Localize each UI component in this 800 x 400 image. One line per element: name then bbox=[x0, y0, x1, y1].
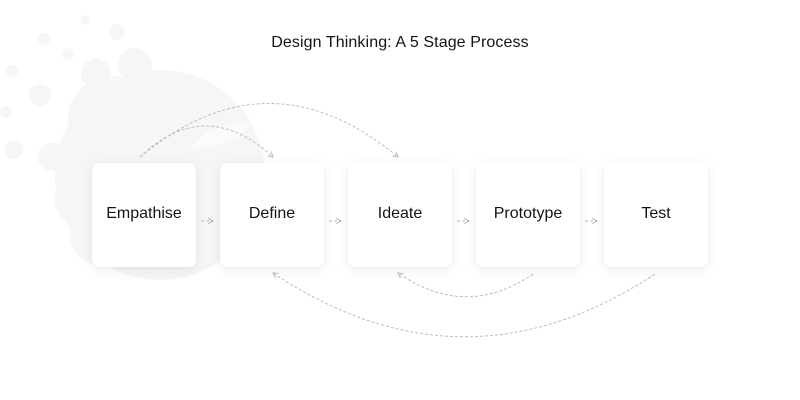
stage-prototype[interactable]: Prototype bbox=[476, 163, 580, 267]
stage-label: Define bbox=[248, 205, 296, 222]
stage-label: Ideate bbox=[377, 205, 423, 222]
stage-define[interactable]: Define bbox=[220, 163, 324, 267]
diagram-title: Design Thinking: A 5 Stage Process bbox=[271, 34, 529, 51]
stage-test[interactable]: Test bbox=[604, 163, 708, 267]
stage-label: Empathise bbox=[106, 205, 182, 222]
stage-empathise[interactable]: Empathise bbox=[92, 163, 196, 267]
stage-ideate[interactable]: Ideate bbox=[348, 163, 452, 267]
stage-label: Test bbox=[641, 205, 671, 222]
stage-label: Prototype bbox=[493, 205, 563, 222]
